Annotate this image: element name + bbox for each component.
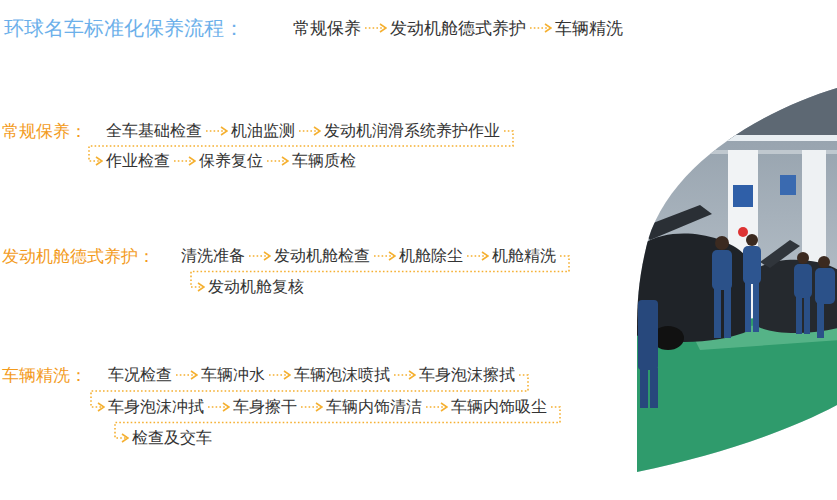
process-step: 清洗准备 [180, 246, 246, 266]
flow-arrow [174, 160, 195, 162]
process-step: 车辆泡沫喷拭 [293, 365, 391, 385]
process-step: 车辆内饰清洁 [325, 397, 423, 417]
flow-arrow [426, 406, 447, 408]
flow-arrow [374, 255, 395, 257]
flow-arrow [301, 406, 322, 408]
process-step: 车辆质检 [291, 151, 357, 171]
step-text: 全车基础检查 [106, 121, 202, 141]
process-step: 发动机润滑系统养护作业 [323, 121, 501, 141]
step-text: 车身泡沫擦拭 [419, 365, 515, 385]
process-step: 保养复位 [198, 151, 264, 171]
mechanic [794, 252, 812, 334]
step-text: 发动机润滑系统养护作业 [324, 121, 500, 141]
flow-arrow [394, 374, 415, 376]
step-text: 车辆泡沫喷拭 [294, 365, 390, 385]
step-text: 车辆精洗 [555, 18, 623, 38]
mechanic [815, 256, 835, 338]
flow-arrow [206, 130, 227, 132]
step-text: 机舱除尘 [399, 246, 463, 266]
step-text: 车身泡沫冲拭 [108, 397, 204, 417]
process-step: 发动机舱德式养护 [389, 18, 527, 38]
flow-arrow [467, 255, 488, 257]
ceiling [630, 80, 837, 140]
process-step: 全车基础检查 [105, 121, 203, 141]
process-step: 车身擦干 [232, 397, 298, 417]
step-text: 清洗准备 [181, 246, 245, 266]
section-heading: 发动机舱德式养护： [2, 246, 155, 266]
process-step: 车况检查 [107, 365, 173, 385]
pillar-sign [738, 227, 748, 237]
step-text: 检查及交车 [132, 428, 212, 448]
car-hood [640, 205, 712, 240]
process-step: 车辆冲水 [200, 365, 266, 385]
process-step: 车辆精洗 [554, 18, 624, 38]
section-heading: 常规保养： [2, 121, 87, 141]
step-text: 车辆内饰清洁 [326, 397, 422, 417]
flow-arrow [530, 27, 551, 29]
step-text: 发动机舱德式养护 [390, 18, 526, 38]
mechanic [638, 300, 658, 408]
step-text: 机舱精洗 [492, 246, 556, 266]
ceiling-light [700, 135, 837, 141]
process-step: 机舱除尘 [398, 246, 464, 266]
process-step: 车身泡沫擦拭 [418, 365, 516, 385]
process-step: 车辆内饰吸尘 [450, 397, 548, 417]
wall-sign [780, 175, 796, 195]
diagram-title: 环球名车标准化保养流程： [4, 16, 244, 40]
flow-arrow [176, 374, 197, 376]
pillar-sign [733, 185, 753, 207]
step-text: 发动机舱复核 [208, 277, 304, 297]
car-hood [760, 240, 800, 268]
step-text: 车辆内饰吸尘 [451, 397, 547, 417]
flow-arrow [269, 374, 290, 376]
process-step: 发动机舱复核 [207, 277, 305, 297]
flow-arrow [299, 130, 320, 132]
mechanic [712, 236, 732, 338]
process-step: 发动机舱检查 [273, 246, 371, 266]
process-step: 机舱精洗 [491, 246, 557, 266]
flow-arrow [267, 160, 288, 162]
section-heading: 车辆精洗： [2, 365, 87, 385]
step-text: 保养复位 [199, 151, 263, 171]
step-text: 常规保养 [293, 18, 361, 38]
mechanic [743, 234, 761, 332]
step-text: 车辆质检 [292, 151, 356, 171]
flow-arrow [208, 406, 229, 408]
process-step: 车身泡沫冲拭 [107, 397, 205, 417]
flow-arrow [365, 27, 386, 29]
step-text: 车身擦干 [233, 397, 297, 417]
step-text: 车况检查 [108, 365, 172, 385]
step-text: 车辆冲水 [201, 365, 265, 385]
workshop-wall [630, 80, 837, 480]
photo-scene [630, 80, 837, 480]
flow-arrow [249, 255, 270, 257]
process-step: 机油监测 [230, 121, 296, 141]
step-text: 机油监测 [231, 121, 295, 141]
step-text: 作业检查 [106, 151, 170, 171]
process-step: 检查及交车 [131, 428, 213, 448]
process-step: 作业检查 [105, 151, 171, 171]
process-step: 常规保养 [292, 18, 362, 38]
step-text: 发动机舱检查 [274, 246, 370, 266]
